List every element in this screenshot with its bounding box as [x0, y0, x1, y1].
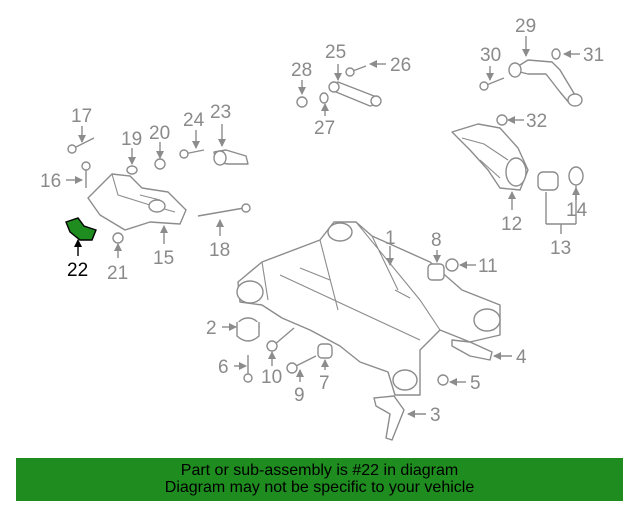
callout-13: 13: [550, 238, 571, 259]
callout-32: 32: [526, 111, 547, 132]
callout-6: 6: [218, 357, 229, 378]
callout-11: 11: [478, 256, 498, 277]
info-banner: Part or sub-assembly is #22 in diagram D…: [16, 458, 623, 501]
callout-1: 1: [385, 228, 396, 249]
callout-3: 3: [430, 405, 441, 426]
leader-lines: [66, 36, 580, 418]
callout-7: 7: [319, 373, 330, 394]
callout-8: 8: [431, 230, 442, 251]
part-22-bracket: [65, 217, 97, 241]
callout-5: 5: [470, 373, 481, 394]
upper-control-arm-part: [508, 59, 583, 107]
callout-28: 28: [291, 60, 312, 81]
callout-16: 16: [40, 171, 61, 192]
wheel-carrier-part: [451, 123, 529, 191]
callout-15: 15: [153, 248, 174, 269]
callout-24: 24: [183, 110, 205, 131]
callout-14: 14: [566, 200, 588, 221]
callout-12: 12: [501, 214, 522, 235]
lower-control-arm-part: [87, 173, 187, 231]
callout-29: 29: [515, 16, 536, 37]
callout-23: 23: [210, 102, 231, 123]
parts-diagram: 1 2 3 4 5 6 7 8 9 10 11 12 13 14 15 16 1…: [40, 16, 604, 441]
callout-17: 17: [71, 106, 92, 127]
hardware-parts: [67, 48, 584, 441]
callout-30: 30: [480, 45, 501, 66]
subframe-part: [236, 221, 501, 396]
callout-10: 10: [261, 367, 282, 388]
callout-26: 26: [390, 55, 411, 76]
banner-line-2: Diagram may not be specific to your vehi…: [164, 479, 475, 496]
banner-line-1: Part or sub-assembly is #22 in diagram: [180, 462, 459, 479]
callout-18: 18: [209, 240, 230, 261]
callout-25: 25: [325, 42, 346, 63]
callout-2: 2: [206, 318, 217, 339]
callout-21: 21: [107, 263, 128, 284]
callout-27: 27: [314, 118, 335, 139]
callout-31: 31: [583, 45, 604, 66]
callout-labels: 1 2 3 4 5 6 7 8 9 10 11 12 13 14 15 16 1…: [40, 16, 604, 426]
callout-20: 20: [149, 123, 170, 144]
lateral-link-part: [328, 81, 382, 107]
callout-22: 22: [67, 260, 88, 281]
toe-link-part: [213, 149, 249, 166]
callout-19: 19: [121, 129, 142, 150]
callout-9: 9: [294, 385, 305, 406]
callout-4: 4: [516, 347, 527, 368]
